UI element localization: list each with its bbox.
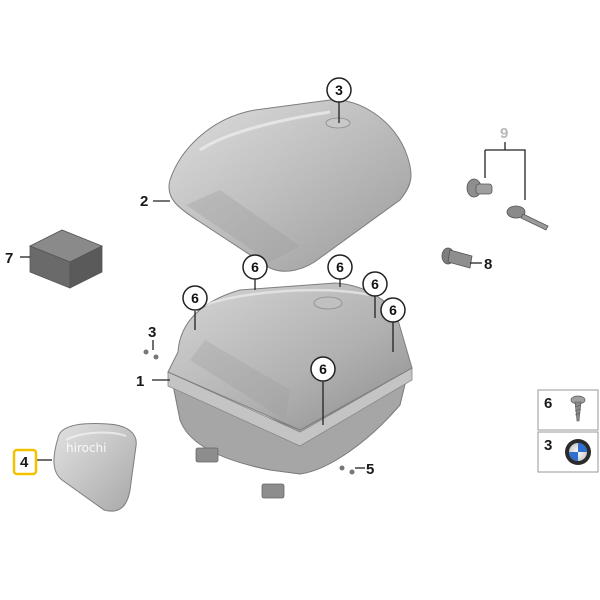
legend-panel: 6 3 (537, 389, 599, 473)
label-4-highlighted: 4 (20, 454, 29, 471)
highlight-box-4 (12, 448, 38, 476)
emblem-icon (565, 439, 591, 465)
svg-text:6: 6 (336, 259, 344, 275)
leader-lines (20, 102, 482, 469)
legend-screw-num: 6 (544, 395, 552, 412)
callout-6-e: 6 (380, 297, 406, 323)
callout-6-d: 6 (362, 271, 388, 297)
watermark-text: hirochi (66, 441, 107, 455)
lock-cylinder-key-set (466, 142, 549, 231)
label-8: 8 (484, 256, 492, 273)
key (506, 205, 549, 231)
label-1: 1 (136, 373, 144, 390)
label-9: 9 (500, 125, 508, 142)
callout-3-emblem: 3 (326, 77, 352, 103)
screw-icon (570, 395, 586, 422)
legend-emblem-num: 3 (544, 437, 552, 454)
callout-6-f: 6 (310, 356, 336, 382)
svg-text:6: 6 (251, 259, 259, 275)
label-3-screw: 3 (148, 324, 156, 341)
lock-cylinder (466, 178, 493, 198)
lid-cover (168, 99, 412, 272)
label-7: 7 (5, 250, 13, 267)
backrest-pad (53, 423, 137, 512)
callout-6-b: 6 (327, 254, 353, 280)
foam-block (29, 229, 103, 289)
svg-text:6: 6 (319, 361, 327, 377)
svg-text:3: 3 (335, 82, 343, 98)
screw-small-right (339, 465, 355, 475)
svg-text:6: 6 (371, 276, 379, 292)
callout-6-a: 6 (242, 254, 268, 280)
callout-6-c: 6 (182, 285, 208, 311)
svg-text:6: 6 (389, 302, 397, 318)
legend-screw-box (537, 389, 599, 431)
label-5: 5 (366, 461, 374, 478)
top-case-body (167, 282, 413, 499)
label-2: 2 (140, 193, 148, 210)
rubber-plug (441, 247, 473, 269)
screw-small-left (143, 349, 159, 360)
svg-text:6: 6 (191, 290, 199, 306)
